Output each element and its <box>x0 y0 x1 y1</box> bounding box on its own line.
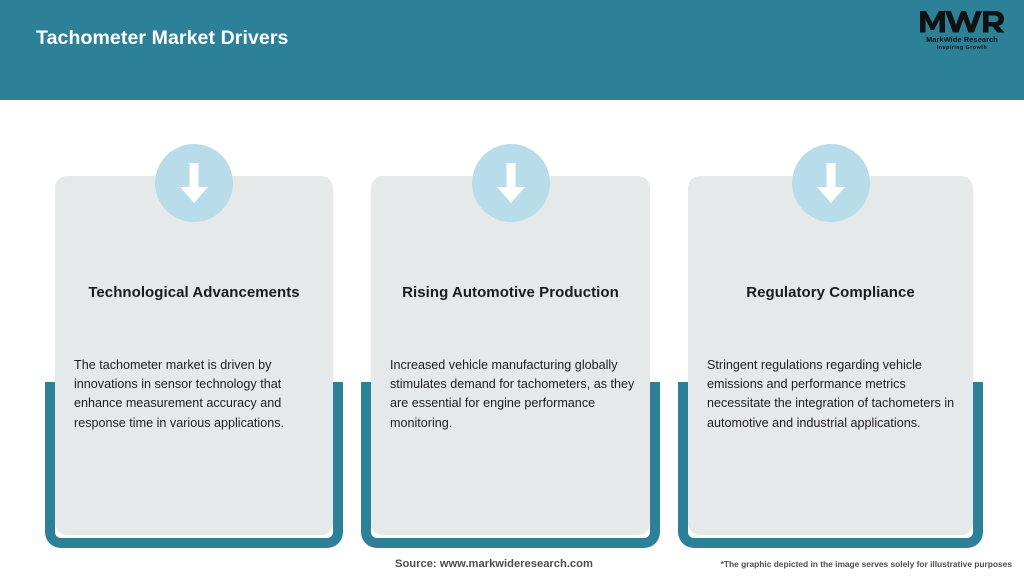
card-body-text: The tachometer market is driven by innov… <box>74 358 285 430</box>
card-body-text: Increased vehicle manufacturing globally… <box>390 358 635 430</box>
brand-logo: MarkWide Research Inspiring Growth <box>914 9 1010 55</box>
mwr-logo-icon <box>920 11 1005 33</box>
card-title: Technological Advancements <box>88 284 300 301</box>
card-body-text: Stringent regulations regarding vehicle … <box>707 358 955 430</box>
card-surface: Rising Automotive Production Increased v… <box>371 176 650 535</box>
arrow-down-icon <box>180 163 208 203</box>
card-frame-accent <box>45 382 343 548</box>
page-title: Tachometer Market Drivers <box>36 27 289 49</box>
card-icon-badge <box>791 144 870 222</box>
card-icon-badge <box>155 144 233 222</box>
illustrative-disclaimer: *The graphic depicted in the image serve… <box>720 559 1012 569</box>
card-surface: Technological Advancements The tachomete… <box>55 176 333 535</box>
source-attribution: Source: www.markwideresearch.com <box>395 558 593 570</box>
card-title: Rising Automotive Production <box>402 284 619 301</box>
card-frame-accent <box>361 382 660 548</box>
card-frame-accent <box>678 382 983 548</box>
card-icon-badge <box>471 144 550 222</box>
logo-tagline: Inspiring Growth <box>936 45 988 51</box>
arrow-down-icon <box>816 163 845 203</box>
arrow-down-icon <box>496 163 525 203</box>
header-bar: Tachometer Market Drivers MarkWide Resea… <box>0 0 1024 100</box>
card-surface: Regulatory Compliance Stringent regulati… <box>688 176 973 535</box>
logo-company-name: MarkWide Research <box>926 35 998 44</box>
card-title: Regulatory Compliance <box>746 284 915 301</box>
